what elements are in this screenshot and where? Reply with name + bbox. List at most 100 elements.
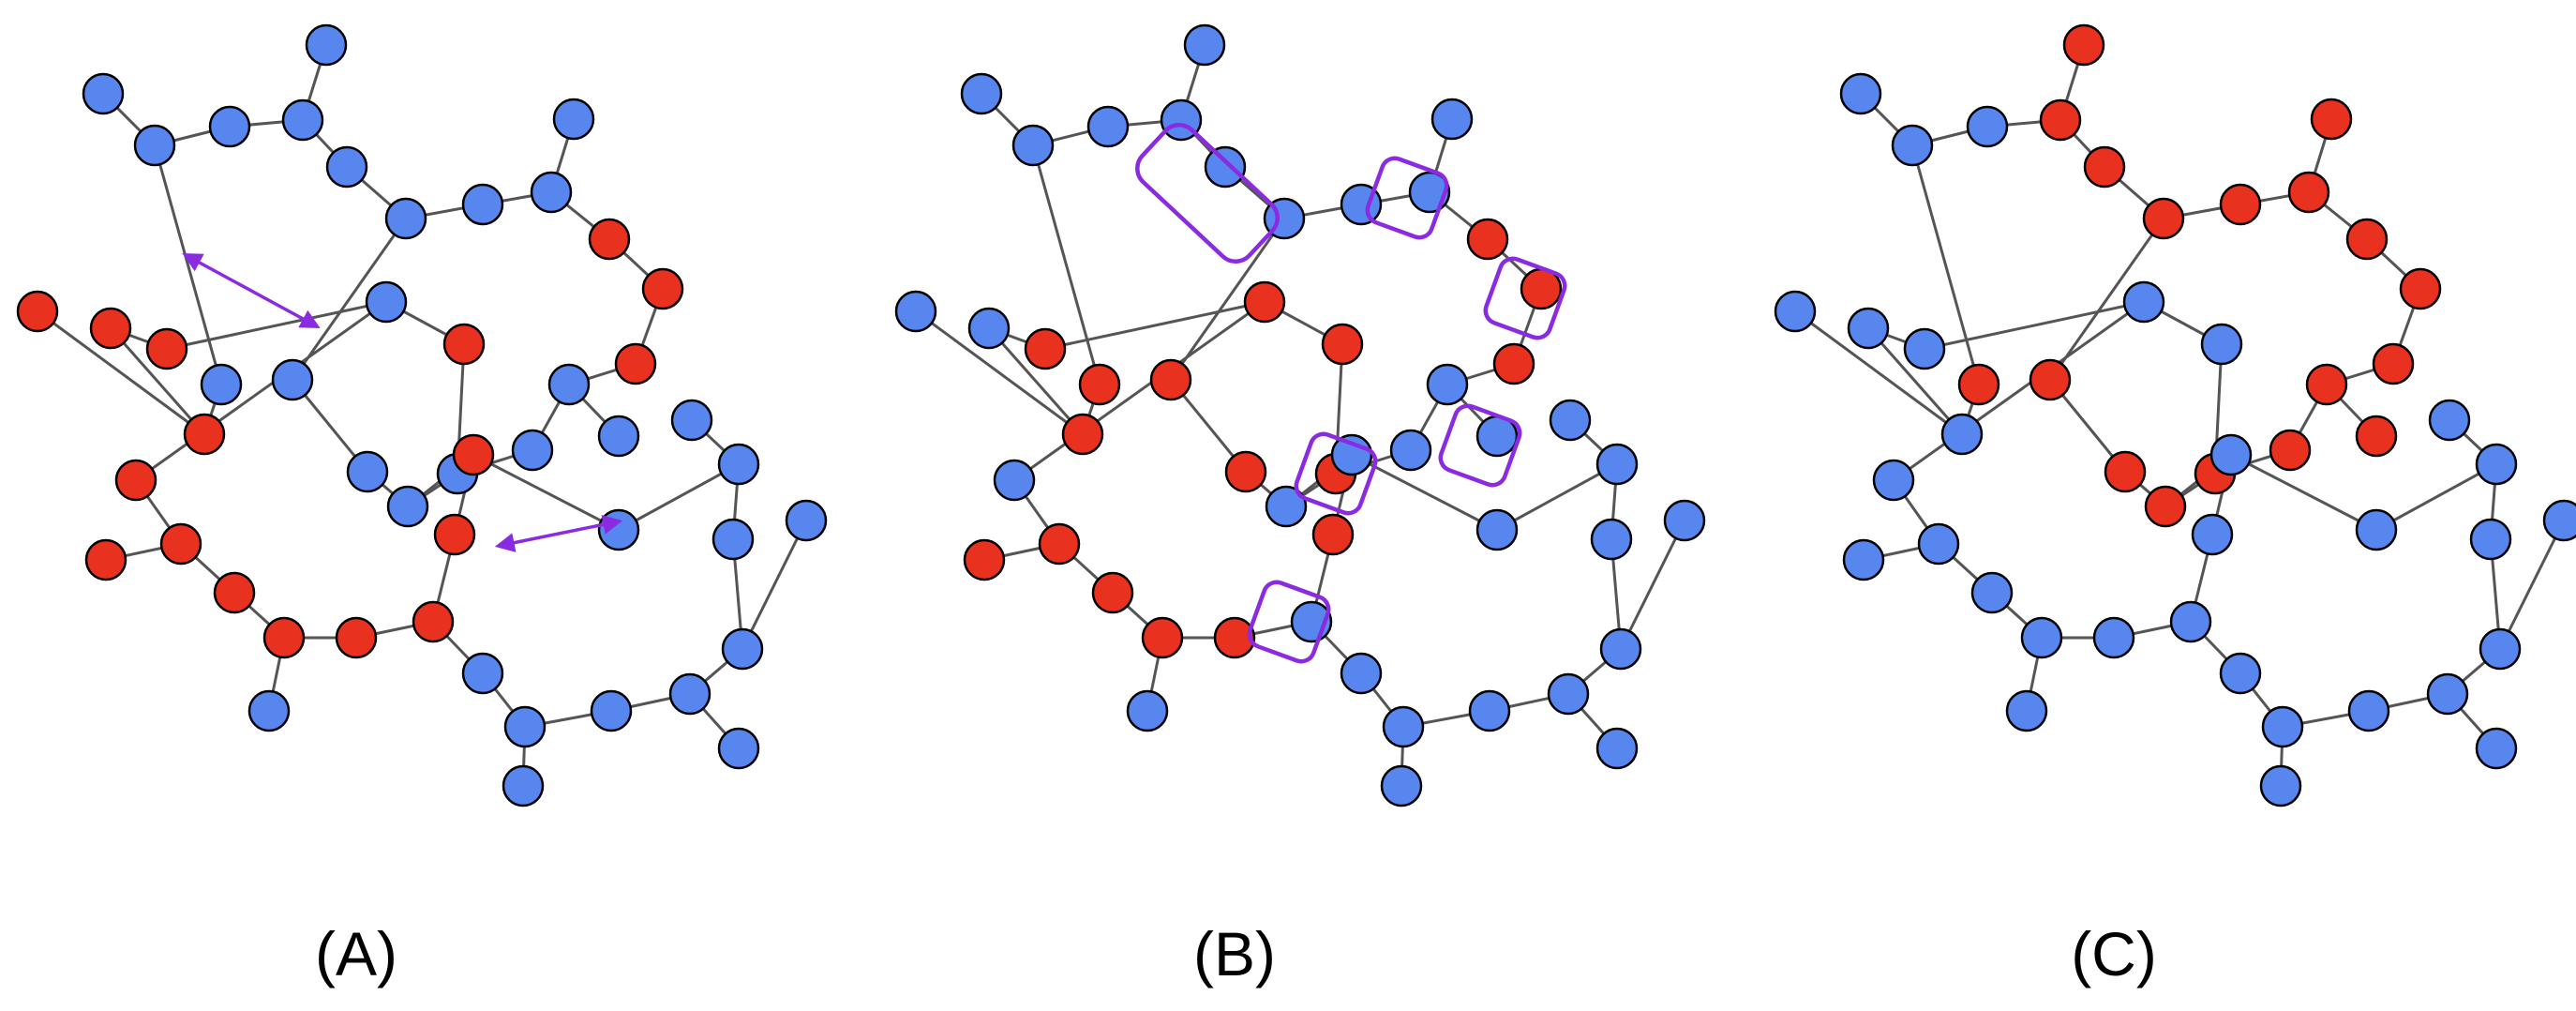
blue-node: [1380, 764, 1423, 807]
red-node: [145, 327, 188, 370]
blue-node: [894, 290, 937, 333]
blue-node: [1475, 508, 1519, 551]
bond: [2230, 453, 2377, 532]
blue-node: [1847, 307, 1890, 350]
red-node: [213, 571, 256, 614]
highlight-box-4: [1294, 431, 1378, 516]
red-node: [2104, 450, 2147, 493]
bond: [1794, 309, 1963, 436]
red-node: [114, 459, 157, 502]
bond: [1866, 327, 1964, 435]
red-node: [2219, 183, 2262, 226]
blue-node: [1970, 571, 2014, 614]
red-node: [2287, 171, 2330, 214]
highlight-box-5: [1247, 580, 1331, 664]
blue-node: [2479, 627, 2522, 671]
red-node: [2310, 98, 2353, 141]
swap-arrow-upper: [182, 252, 321, 329]
blue-node: [2355, 508, 2398, 551]
red-node: [2305, 363, 2348, 406]
blue-node: [1340, 652, 1383, 695]
swap-arrow-lower: [494, 515, 623, 552]
blue-node: [960, 72, 1003, 115]
bond: [2375, 462, 2497, 532]
blue-node: [2347, 689, 2390, 732]
blue-node: [2169, 600, 2212, 643]
red-node: [1957, 363, 2000, 406]
blue-node: [247, 689, 291, 732]
blue-node: [721, 627, 764, 671]
blue-node: [2200, 323, 2243, 366]
blue-node: [271, 358, 314, 401]
blue-node: [386, 485, 429, 528]
blue-node: [2020, 616, 2063, 659]
blue-node: [1872, 459, 1915, 502]
bond: [135, 300, 387, 482]
blue-node: [1966, 105, 2009, 148]
bond: [1619, 520, 1686, 650]
blue-node: [1774, 290, 1817, 333]
blue-node: [552, 98, 595, 141]
red-node: [2083, 145, 2126, 189]
red-node: [1024, 327, 1067, 370]
blue-node: [1426, 363, 1469, 406]
blue-node: [1842, 538, 1885, 581]
panel-b-highlights: [1135, 123, 1567, 664]
red-node: [2144, 485, 2187, 528]
bond: [741, 520, 808, 650]
blue-node: [1903, 327, 1946, 370]
blue-node: [711, 518, 755, 561]
blue-node: [530, 171, 573, 214]
bond: [1496, 462, 1618, 532]
red-node: [2345, 218, 2389, 261]
blue-node: [597, 508, 640, 551]
panel-a: (A): [16, 23, 828, 988]
red-node: [1091, 571, 1134, 614]
panel-b-nodes: [894, 23, 1706, 807]
red-node: [1061, 413, 1104, 456]
bond: [37, 309, 205, 436]
red-node: [159, 522, 202, 566]
panel-a-nodes: [16, 23, 828, 807]
red-node: [2372, 342, 2415, 385]
blue-node: [208, 105, 251, 148]
blue-node: [325, 145, 368, 189]
blue-node: [365, 280, 408, 324]
red-node: [1141, 616, 1184, 659]
highlight-box-3: [1438, 403, 1522, 488]
red-node: [183, 413, 226, 456]
bond: [472, 453, 620, 532]
red-node: [2029, 358, 2072, 401]
red-node: [2399, 267, 2442, 310]
blue-node: [200, 363, 243, 406]
blue-node: [1663, 499, 1706, 542]
blue-node: [511, 429, 554, 472]
blue-node: [590, 689, 633, 732]
blue-node: [2209, 433, 2253, 476]
blue-node: [1126, 689, 1169, 732]
bond: [1924, 300, 2145, 351]
red-node: [2269, 429, 2312, 472]
red-node: [1213, 616, 1256, 659]
bond: [618, 462, 740, 532]
blue-node: [967, 307, 1011, 350]
bond: [987, 327, 1085, 435]
bond: [1893, 300, 2145, 482]
blue-node: [1382, 705, 1425, 748]
red-node: [963, 538, 1006, 581]
bond: [2048, 218, 2165, 381]
red-node: [1492, 342, 1535, 385]
blue-node: [1330, 433, 1373, 476]
blue-node: [1183, 23, 1226, 67]
red-node: [89, 307, 132, 350]
red-node: [614, 342, 657, 385]
blue-node: [1917, 522, 1960, 566]
bond: [1044, 300, 1266, 351]
blue-node: [993, 459, 1036, 502]
panel-b-label: (B): [1193, 919, 1276, 988]
red-node: [262, 616, 306, 659]
blue-node: [1389, 429, 1432, 472]
red-node: [2062, 23, 2105, 67]
blue-node: [2542, 499, 2576, 542]
blue-node: [503, 705, 547, 748]
